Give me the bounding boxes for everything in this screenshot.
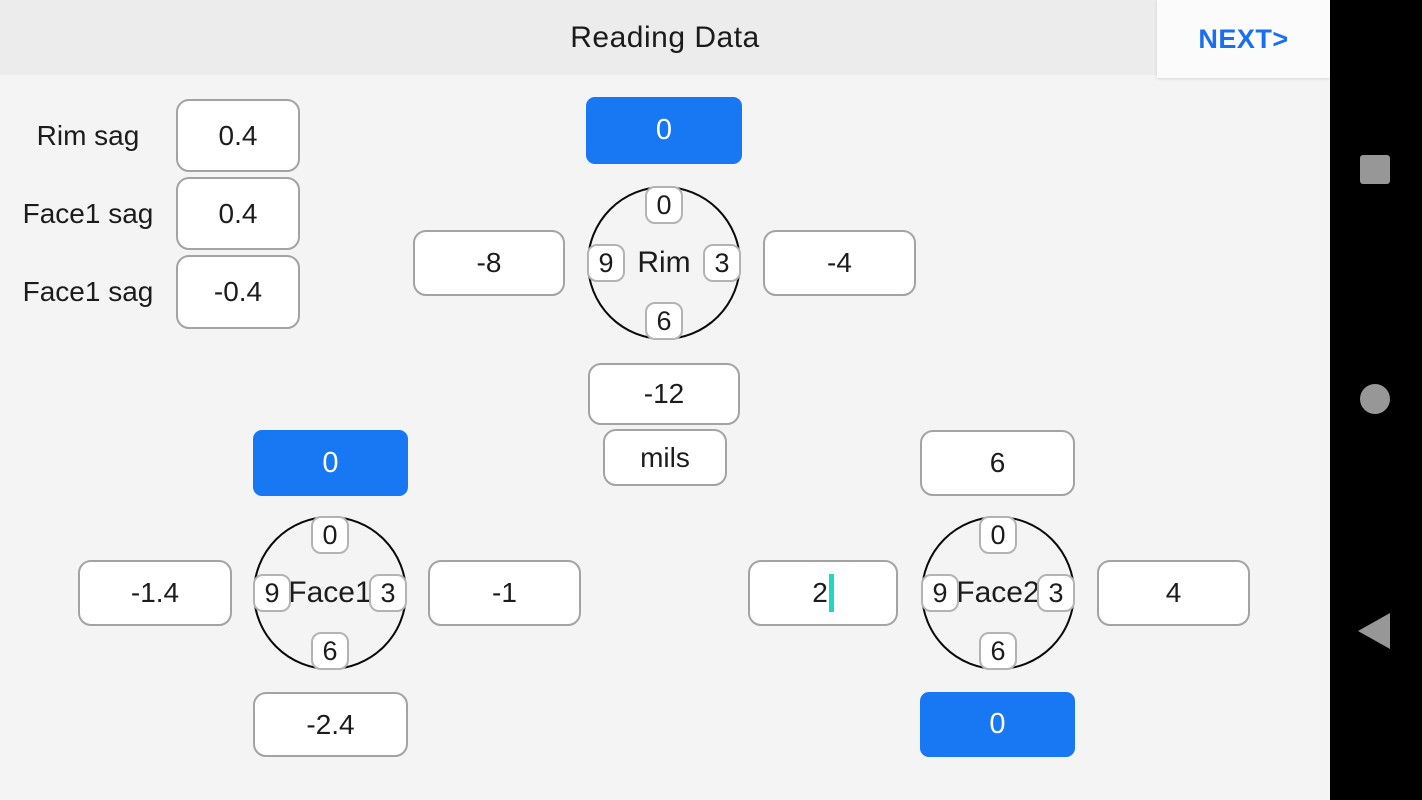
face1-6oclock-input[interactable]: -2.4 bbox=[253, 692, 408, 757]
rim-clock-6-badge: 6 bbox=[645, 302, 683, 340]
android-navbar bbox=[1330, 0, 1422, 800]
recents-square-icon[interactable] bbox=[1360, 155, 1390, 184]
rim-clock-3-badge: 3 bbox=[703, 244, 741, 282]
face2-clock-3-badge: 3 bbox=[1037, 574, 1075, 612]
face2-dial-label: Face2 bbox=[956, 576, 1040, 609]
face1-top-zero-button[interactable]: 0 bbox=[253, 430, 408, 496]
face1-clock-0-badge: 0 bbox=[311, 516, 349, 554]
face2-9oclock-value: 2 bbox=[812, 577, 828, 608]
face1-sag-label-2: Face1 sag bbox=[22, 276, 154, 307]
rim-3oclock-input[interactable]: -4 bbox=[763, 230, 916, 296]
text-cursor bbox=[828, 574, 834, 612]
face2-0oclock-input[interactable]: 6 bbox=[920, 430, 1075, 496]
rim-dial-label: Rim bbox=[637, 246, 691, 279]
face1-clock-6-badge: 6 bbox=[311, 632, 349, 670]
face1-sag-input[interactable]: 0.4 bbox=[176, 177, 300, 250]
face1-clock-3-badge: 3 bbox=[369, 574, 407, 612]
face2-clock-9-badge: 9 bbox=[921, 574, 959, 612]
rim-top-zero-button[interactable]: 0 bbox=[586, 97, 742, 164]
face2-3oclock-input[interactable]: 4 bbox=[1097, 560, 1250, 626]
face2-9oclock-input[interactable]: 2 bbox=[748, 560, 898, 626]
face1-3oclock-input[interactable]: -1 bbox=[428, 560, 581, 626]
face1-dial-label: Face1 bbox=[288, 576, 372, 609]
rim-6oclock-input[interactable]: -12 bbox=[588, 363, 740, 425]
rim-sag-input[interactable]: 0.4 bbox=[176, 99, 300, 172]
face1-clock-9-badge: 9 bbox=[253, 574, 291, 612]
page-title: Reading Data bbox=[570, 20, 760, 54]
units-button[interactable]: mils bbox=[603, 429, 727, 486]
face1-sag-label: Face1 sag bbox=[22, 197, 154, 229]
face1-sag-input-2[interactable]: -0.4 bbox=[176, 255, 300, 329]
face1-9oclock-input[interactable]: -1.4 bbox=[78, 560, 232, 626]
face2-clock-0-badge: 0 bbox=[979, 516, 1017, 554]
next-button[interactable]: NEXT> bbox=[1157, 0, 1330, 78]
app-header: Reading Data bbox=[0, 0, 1330, 75]
face2-clock-6-badge: 6 bbox=[979, 632, 1017, 670]
next-button-label[interactable]: NEXT> bbox=[1198, 23, 1289, 54]
rim-clock-0-badge: 0 bbox=[645, 186, 683, 224]
back-triangle-icon[interactable] bbox=[1358, 613, 1390, 649]
rim-sag-label: Rim sag bbox=[36, 119, 140, 151]
rim-9oclock-input[interactable]: -8 bbox=[413, 230, 565, 296]
home-circle-icon[interactable] bbox=[1360, 384, 1390, 414]
face2-bottom-zero-button[interactable]: 0 bbox=[920, 692, 1075, 757]
rim-clock-9-badge: 9 bbox=[587, 244, 625, 282]
